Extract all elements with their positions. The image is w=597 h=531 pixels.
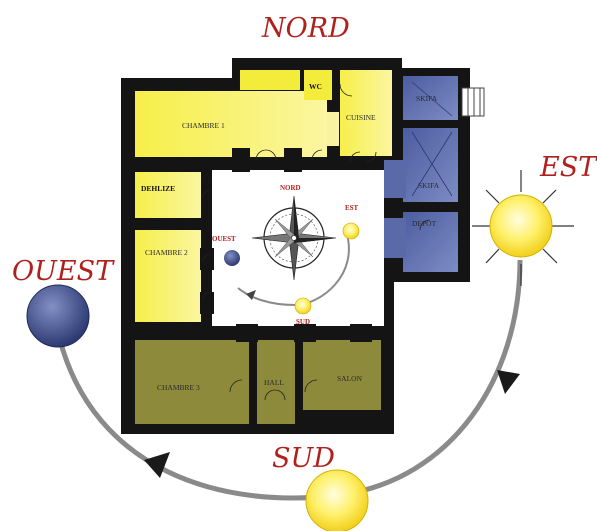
- label-chambre-3: CHAMBRE 3: [157, 383, 200, 392]
- door-cuisine-gap: [327, 112, 339, 146]
- label-skifa-2: SKIFA: [418, 181, 440, 190]
- room-chambre-2: [135, 230, 201, 322]
- direction-est: EST: [539, 152, 597, 183]
- room-wc: [304, 70, 332, 100]
- room-depot: [403, 212, 458, 272]
- courtyard-pillars: [200, 148, 372, 342]
- mini-sun-ouest-icon: [224, 250, 240, 266]
- label-salon: SALON: [337, 374, 363, 383]
- room-dehlize: [135, 172, 201, 218]
- setting-sun-ouest-icon: [26, 284, 90, 348]
- room-chambre-3: [135, 340, 249, 424]
- blue-corridor-b: [384, 218, 406, 258]
- label-dehlize: DEHLIZE: [141, 184, 175, 193]
- entrance-steps: [461, 87, 485, 117]
- direction-nord: NORD: [261, 13, 350, 44]
- door-swings: [202, 81, 453, 401]
- sun-sud-icon: [305, 469, 369, 531]
- room-chambre-1: [135, 91, 327, 157]
- room-salon: [303, 340, 381, 410]
- room-cuisine: [340, 70, 392, 156]
- arc-arrow-right: [497, 370, 520, 394]
- label-skifa-1: SKIFA: [416, 94, 438, 103]
- label-cuisine: CUISINE: [346, 113, 376, 122]
- direction-ouest: OUEST: [12, 256, 115, 287]
- mini-label-nord: NORD: [280, 184, 301, 192]
- mini-arc-arrow: [246, 290, 256, 300]
- label-depot: DEPOT: [412, 219, 437, 228]
- room-skifa-2: [403, 128, 458, 202]
- compass-rose-icon: [251, 195, 337, 281]
- mini-label-ouest: OUEST: [212, 235, 236, 243]
- label-chambre-2: CHAMBRE 2: [145, 248, 188, 257]
- mini-sun-sud-icon: [294, 297, 312, 315]
- label-hall: HALL: [264, 378, 284, 387]
- mini-sun-est-icon: [342, 222, 360, 240]
- corridor-top: [240, 70, 300, 90]
- mini-label-sud: SUD: [296, 318, 310, 326]
- arc-arrow-left: [144, 452, 170, 478]
- label-wc: WC: [309, 82, 322, 91]
- sun-est-icon: [472, 170, 574, 286]
- blue-corridor-a: [384, 160, 406, 198]
- mini-label-est: EST: [345, 204, 359, 212]
- room-hall: [257, 340, 295, 424]
- direction-sud: SUD: [272, 443, 335, 474]
- label-chambre-1: CHAMBRE 1: [182, 121, 225, 130]
